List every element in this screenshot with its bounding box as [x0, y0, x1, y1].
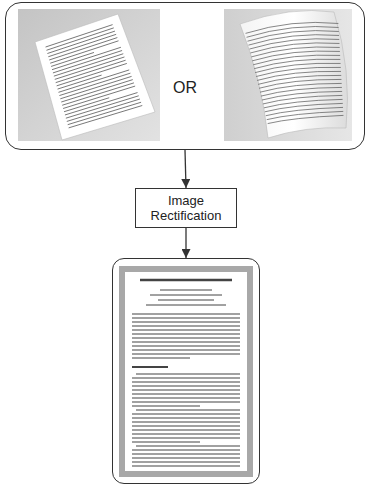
- text-line: [136, 373, 240, 374]
- text-line: [132, 449, 240, 450]
- text-line: [61, 80, 133, 102]
- text-line: [132, 329, 240, 330]
- text-line: [132, 333, 240, 334]
- separator-word: OR: [6, 79, 364, 97]
- text-line: [63, 86, 135, 108]
- text-line: [47, 31, 115, 53]
- title-line: [140, 279, 232, 281]
- perspective-page: [35, 14, 155, 140]
- flow-arrow: [185, 150, 186, 188]
- input-panel: OR: [5, 2, 365, 150]
- text-line: [132, 393, 240, 394]
- text-line: [257, 71, 341, 80]
- text-line: [132, 417, 240, 418]
- text-line: [62, 83, 134, 105]
- text-line: [132, 321, 240, 322]
- text-line: [132, 317, 240, 318]
- right-photo-bg: [224, 9, 352, 141]
- text-line: [59, 73, 130, 95]
- flow-arrow: [185, 228, 186, 258]
- text-line: [250, 43, 339, 53]
- text-line: [132, 381, 240, 382]
- text-line: [64, 98, 109, 112]
- text-line: [132, 377, 240, 378]
- text-line: [66, 96, 139, 118]
- text-line: [132, 401, 240, 402]
- text-line: [132, 465, 240, 466]
- text-line: [132, 389, 240, 390]
- text-line: [65, 93, 138, 115]
- text-line: [132, 453, 240, 454]
- text-line: [132, 313, 240, 314]
- author-line: [150, 295, 222, 296]
- text-line: [266, 107, 343, 115]
- text-line: [53, 51, 122, 73]
- text-line: [132, 349, 240, 350]
- text-line: [54, 54, 123, 76]
- text-line: [132, 337, 240, 338]
- text-line: [268, 115, 344, 123]
- author-line: [158, 300, 214, 301]
- rectified-frame: [119, 266, 253, 477]
- text-line: [57, 63, 127, 85]
- heading-line: [132, 366, 168, 368]
- author-line: [146, 305, 226, 306]
- text-line: [132, 357, 190, 358]
- text-line: [132, 425, 240, 426]
- text-line: [46, 25, 113, 47]
- text-line: [56, 60, 126, 82]
- text-line: [132, 341, 240, 342]
- text-line: [60, 76, 131, 98]
- text-line: [48, 34, 116, 56]
- text-line: [132, 385, 240, 386]
- text-line: [132, 405, 200, 406]
- text-line: [51, 52, 94, 66]
- text-line: [132, 429, 240, 430]
- text-line: [132, 433, 240, 434]
- text-line: [55, 57, 125, 79]
- process-label: Image Rectification: [142, 193, 230, 223]
- text-line: [58, 75, 102, 89]
- text-line: [50, 41, 118, 63]
- text-line: [132, 437, 240, 438]
- left-photo-bg: [18, 9, 160, 141]
- text-line: [132, 461, 240, 462]
- text-line: [267, 111, 344, 119]
- text-line: [132, 353, 240, 354]
- text-line: [132, 413, 240, 414]
- text-line: [68, 102, 141, 124]
- text-line: [69, 105, 143, 127]
- text-line: [258, 75, 341, 84]
- text-line: [132, 421, 240, 422]
- text-line: [136, 409, 240, 410]
- text-line: [67, 99, 140, 121]
- text-line: [132, 397, 240, 398]
- text-line: [136, 445, 240, 446]
- author-line: [160, 290, 212, 291]
- text-line: [132, 457, 240, 458]
- process-box: Image Rectification: [135, 188, 237, 228]
- text-line: [132, 441, 200, 442]
- output-panel: [112, 258, 260, 484]
- rectified-page: [125, 272, 247, 471]
- text-line: [132, 325, 240, 326]
- text-line: [46, 28, 113, 50]
- text-line: [132, 345, 240, 346]
- text-line: [52, 47, 121, 69]
- curved-page: [240, 11, 348, 139]
- text-line: [58, 70, 129, 92]
- text-line: [49, 38, 117, 60]
